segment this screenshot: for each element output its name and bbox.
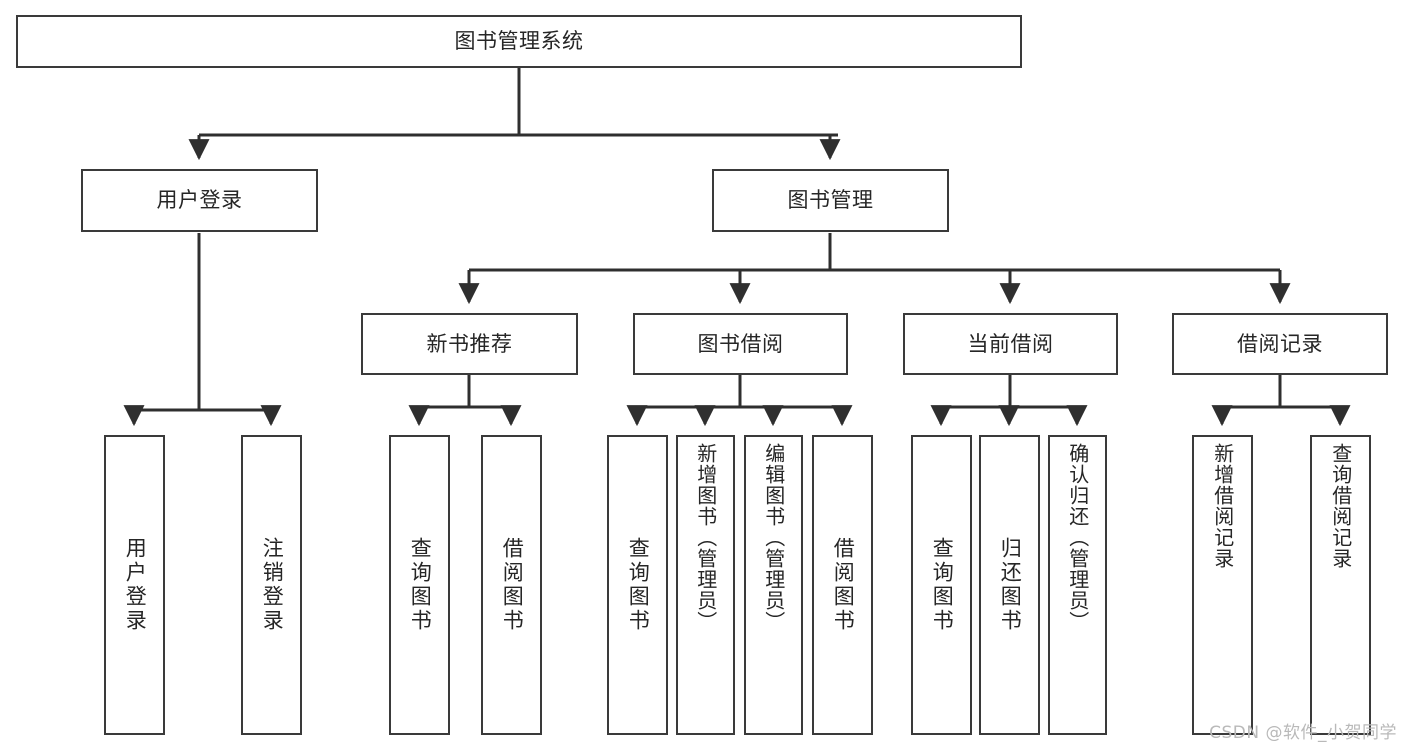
node-book-manage-label: 图书管理	[787, 188, 874, 213]
node-user-login[interactable]: 用户登录	[81, 169, 318, 232]
node-leaf-query-record-label: 查询借阅记录	[1328, 443, 1353, 569]
node-leaf-query-book-2[interactable]: 查询图书	[607, 435, 668, 735]
node-leaf-logout[interactable]: 注销登录	[241, 435, 302, 735]
node-root[interactable]: 图书管理系统	[16, 15, 1022, 68]
node-leaf-add-record[interactable]: 新增借阅记录	[1192, 435, 1253, 735]
node-root-label: 图书管理系统	[454, 29, 584, 54]
node-leaf-borrow-book-1-label: 借阅图书	[500, 537, 525, 633]
node-leaf-confirm-return-label: 确认归还（管理员）	[1065, 443, 1090, 632]
node-leaf-return-book-label: 归还图书	[998, 537, 1023, 633]
node-leaf-logout-label: 注销登录	[260, 537, 285, 633]
node-leaf-borrow-book-2[interactable]: 借阅图书	[812, 435, 873, 735]
node-leaf-query-book-2-label: 查询图书	[626, 537, 651, 633]
node-leaf-query-book-1[interactable]: 查询图书	[389, 435, 450, 735]
node-leaf-query-record[interactable]: 查询借阅记录	[1310, 435, 1371, 735]
node-leaf-query-book-3-label: 查询图书	[930, 537, 955, 633]
node-leaf-add-book-label: 新增图书（管理员）	[693, 443, 718, 632]
node-leaf-borrow-book-2-label: 借阅图书	[831, 537, 856, 633]
node-leaf-edit-book[interactable]: 编辑图书（管理员）	[744, 435, 803, 735]
node-new-book-rec[interactable]: 新书推荐	[361, 313, 578, 375]
node-book-borrow-label: 图书借阅	[697, 331, 784, 356]
node-book-manage[interactable]: 图书管理	[712, 169, 949, 232]
node-leaf-borrow-book-1[interactable]: 借阅图书	[481, 435, 542, 735]
node-book-borrow[interactable]: 图书借阅	[633, 313, 848, 375]
node-current-borrow[interactable]: 当前借阅	[903, 313, 1118, 375]
node-leaf-user-login[interactable]: 用户登录	[104, 435, 165, 735]
node-leaf-add-book[interactable]: 新增图书（管理员）	[676, 435, 735, 735]
node-user-login-label: 用户登录	[156, 188, 243, 213]
node-borrow-record[interactable]: 借阅记录	[1172, 313, 1388, 375]
node-leaf-query-book-3[interactable]: 查询图书	[911, 435, 972, 735]
node-leaf-query-book-1-label: 查询图书	[408, 537, 433, 633]
node-current-borrow-label: 当前借阅	[967, 331, 1054, 356]
csdn-watermark: CSDN @软件_小贺同学	[1209, 723, 1397, 743]
node-new-book-rec-label: 新书推荐	[426, 331, 513, 356]
node-borrow-record-label: 借阅记录	[1237, 331, 1323, 356]
node-leaf-user-login-label: 用户登录	[123, 537, 148, 633]
node-leaf-return-book[interactable]: 归还图书	[979, 435, 1040, 735]
node-leaf-add-record-label: 新增借阅记录	[1210, 443, 1235, 569]
node-leaf-confirm-return[interactable]: 确认归还（管理员）	[1048, 435, 1107, 735]
node-leaf-edit-book-label: 编辑图书（管理员）	[761, 443, 786, 632]
